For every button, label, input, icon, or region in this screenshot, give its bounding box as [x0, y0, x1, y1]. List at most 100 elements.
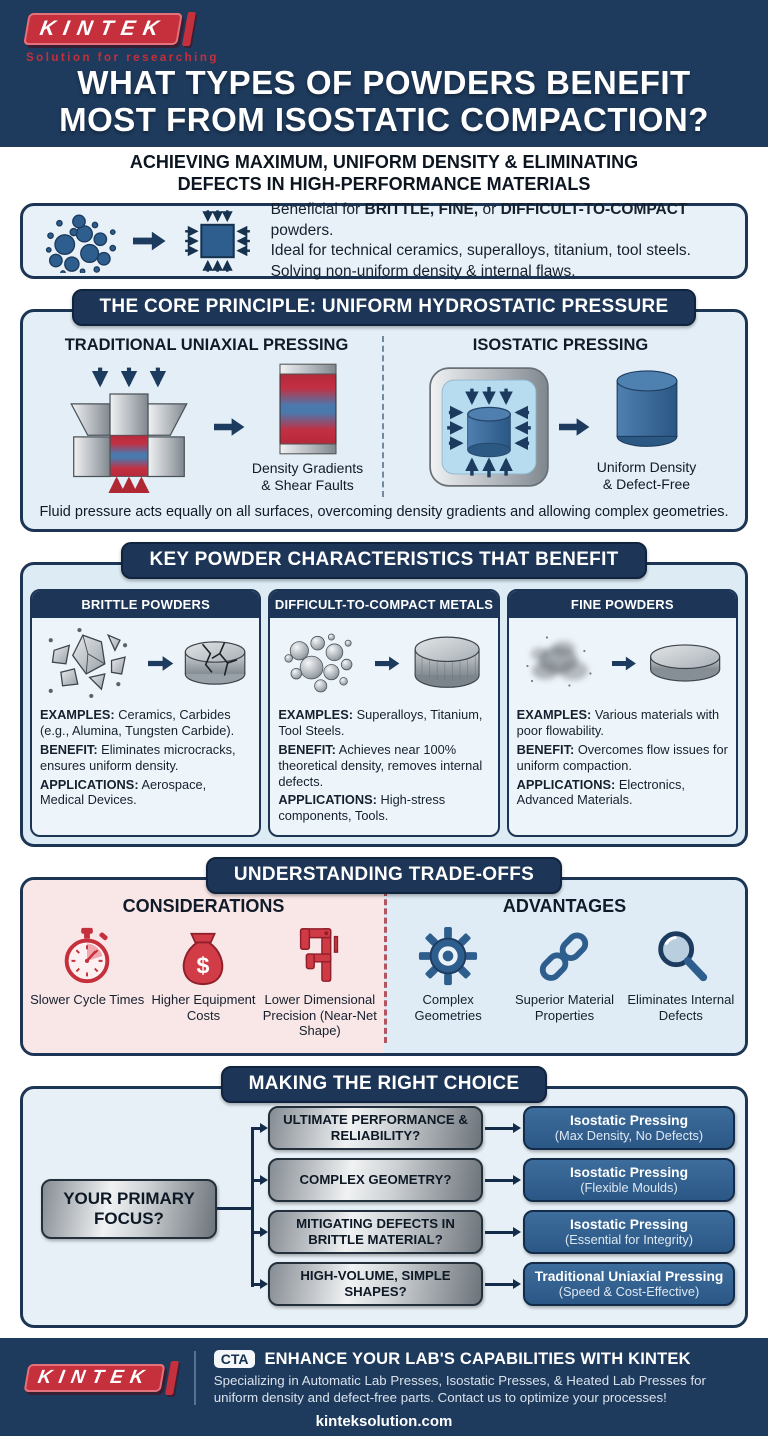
flow-arrowhead: [260, 1175, 268, 1186]
metal-cylinder-illustration: [415, 636, 481, 689]
logo-text: KINTEK: [38, 17, 169, 40]
intro-line1-bold1: BRITTLE, FINE,: [364, 201, 479, 219]
chain-link-icon: [540, 932, 589, 982]
characteristics-title-pill: KEY POWDER CHARACTERISTICS THAT BENEFIT: [121, 542, 647, 580]
decision-title: MAKING THE RIGHT CHOICE: [248, 1072, 520, 1094]
difficult-examples: EXAMPLES: Superalloys, Titanium, Tool St…: [278, 707, 489, 739]
flow-connector: [251, 1126, 261, 1130]
flow-connector: [485, 1282, 513, 1286]
intro-line3: Solving non-uniform density & internal f…: [270, 262, 576, 280]
answer-line1: Isostatic Pressing: [569, 1164, 689, 1180]
consideration-item: Lower Dimensional Precision (Near-Net Sh…: [262, 925, 377, 1039]
difficult-applications: APPLICATIONS: High-stress components, To…: [278, 792, 489, 824]
fine-applications: APPLICATIONS: Electronics, Advanced Mate…: [517, 777, 728, 809]
intro-text: Beneficial for BRITTLE, FINE, or DIFFICU…: [271, 200, 731, 282]
decision-panel: YOUR PRIMARY FOCUS? ULTIMATE PERFORMANCE…: [20, 1085, 748, 1328]
intro-line1-post: powders.: [270, 221, 334, 239]
uniaxial-heading: TRADITIONAL UNIAXIAL PRESSING: [64, 336, 349, 355]
subtitle-line2: DEFECTS IN HIGH-PERFORMANCE MATERIALS: [177, 173, 591, 194]
advantage-item: Complex Geometries: [391, 925, 506, 1023]
flow-connector: [251, 1178, 261, 1182]
footer-body-line2: uniform density and defect-free parts. C…: [213, 1390, 667, 1406]
isostatic-chamber-illustration: [428, 367, 549, 487]
footer-logo-bracket: [164, 1361, 179, 1396]
difficult-benefit-text: Achieves near 100% theoretical density, …: [278, 741, 483, 789]
considerations-half: CONSIDERATIONS Slowe: [23, 880, 384, 1053]
tradeoffs-divider: [384, 890, 387, 1043]
intro-line1: Beneficial for BRITTLE, FINE, or DIFFICU…: [271, 200, 731, 241]
kintek-logo: KINTEK Solution for researching: [23, 12, 219, 64]
consideration-label: Higher Equipment Costs: [151, 992, 256, 1023]
cta-badge: CTA: [213, 1350, 256, 1369]
footer-kintek-logo: KINTEK: [23, 1361, 179, 1396]
uniaxial-press-illustration: [70, 367, 188, 494]
stopwatch-icon: [64, 928, 110, 984]
subtitle: ACHIEVING MAXIMUM, UNIFORM DENSITY & ELI…: [0, 147, 768, 200]
core-principle-title: THE CORE PRINCIPLE: UNIFORM HYDROSTATIC …: [99, 296, 669, 318]
answer-box-isostatic-max-density: Isostatic Pressing (Max Density, No Defe…: [523, 1105, 735, 1150]
uniaxial-caption-line1: Density Gradients: [251, 460, 364, 477]
isostatic-heading: ISOSTATIC PRESSING: [472, 336, 649, 355]
answer-line2: (Essential for Integrity): [564, 1231, 693, 1247]
footer: KINTEK CTA ENHANCE YOUR LAB'S CAPABILITI…: [0, 1337, 768, 1436]
core-principle-title-pill: THE CORE PRINCIPLE: UNIFORM HYDROSTATIC …: [71, 289, 697, 327]
logo-bracket: [182, 12, 197, 46]
logo-tagline: Solution for researching: [26, 52, 219, 64]
brittle-powders-heading: BRITTLE POWDERS: [32, 591, 260, 619]
tradeoffs-title-pill: UNDERSTANDING TRADE-OFFS: [205, 857, 563, 895]
page-title: WHAT TYPES OF POWDERS BENEFIT MOST FROM …: [0, 64, 768, 139]
fine-examples-text: Various materials with poor flowability.: [516, 707, 720, 739]
flat-disc-illustration: [649, 644, 720, 682]
advantage-label: Superior Material Properties: [514, 992, 614, 1023]
answer-line1: Isostatic Pressing: [569, 1112, 689, 1128]
advantages-half: ADVANTAGES: [384, 880, 745, 1053]
applications-label: APPLICATIONS:: [278, 792, 377, 808]
answer-line2: (Speed & Cost-Effective): [558, 1283, 700, 1299]
flow-connector: [485, 1230, 513, 1234]
footer-text-block: CTA ENHANCE YOUR LAB'S CAPABILITIES WITH…: [213, 1350, 706, 1407]
footer-divider: [193, 1351, 196, 1406]
difficult-metals-heading: DIFFICULT-TO-COMPACT METALS: [270, 591, 498, 619]
consideration-label: Lower Dimensional Precision (Near-Net Sh…: [262, 992, 377, 1039]
intro-line2: Ideal for technical ceramics, superalloy…: [270, 242, 691, 260]
arrow-right-icon: [132, 231, 166, 251]
tradeoffs-title: UNDERSTANDING TRADE-OFFS: [233, 864, 535, 886]
consideration-label: Slower Cycle Times: [30, 992, 145, 1008]
fine-applications-text: Electronics, Advanced Materials.: [516, 776, 685, 808]
answer-line2: (Max Density, No Defects): [554, 1127, 704, 1143]
answer-box-isostatic-flexible-moulds: Isostatic Pressing (Flexible Moulds): [523, 1157, 735, 1202]
arrow-right-icon: [611, 656, 636, 671]
brittle-examples: EXAMPLES: Ceramics, Carbides (e.g., Alum…: [40, 707, 251, 739]
tradeoffs-panel: CONSIDERATIONS Slowe: [20, 877, 748, 1056]
page-title-line2: MOST FROM ISOSTATIC COMPACTION?: [59, 101, 709, 139]
uniaxial-caption-line2: & Shear Faults: [261, 477, 354, 494]
density-gradient-cylinder-illustration: [278, 364, 337, 455]
question-box-defects: MITIGATING DEFECTS IN BRITTLE MATERIAL?: [268, 1209, 483, 1254]
brittle-benefit-text: Eliminates microcracks, ensures uniform …: [40, 741, 236, 773]
benefit-label: BENEFIT:: [40, 741, 98, 757]
subtitle-line1: ACHIEVING MAXIMUM, UNIFORM DENSITY & ELI…: [129, 152, 639, 172]
flow-arrowhead: [260, 1227, 268, 1238]
magnifier-icon: [658, 931, 707, 982]
considerations-heading: CONSIDERATIONS: [122, 896, 285, 917]
benefit-label: BENEFIT:: [278, 741, 336, 757]
fine-powders-heading: FINE POWDERS: [508, 591, 736, 619]
answer-box-isostatic-integrity: Isostatic Pressing (Essential for Integr…: [523, 1209, 735, 1254]
brittle-applications-text: Aerospace, Medical Devices.: [40, 776, 207, 808]
dust-cloud-illustration: [526, 636, 592, 687]
isostatic-caption-line2: & Defect-Free: [602, 476, 691, 493]
characteristics-title: KEY POWDER CHARACTERISTICS THAT BENEFIT: [149, 549, 619, 571]
flow-connector: [251, 1230, 261, 1234]
flow-arrowhead: [260, 1279, 268, 1290]
caliper-icon: [299, 928, 338, 983]
advantage-label: Eliminates Internal Defects: [627, 992, 735, 1023]
arrow-right-icon: [374, 656, 400, 671]
website-link[interactable]: kinteksolution.com: [315, 1412, 453, 1430]
decision-title-pill: MAKING THE RIGHT CHOICE: [220, 1065, 548, 1103]
core-principle-footnote: Fluid pressure acts equally on all surfa…: [39, 504, 729, 521]
core-principle-panel: TRADITIONAL UNIAXIAL PRESSING: [20, 309, 748, 533]
fine-examples: EXAMPLES: Various materials with poor fl…: [517, 707, 728, 739]
compaction-square-illustration: [184, 210, 250, 272]
uniform-cylinder-illustration: [616, 370, 677, 448]
logo-box: KINTEK: [23, 13, 183, 45]
